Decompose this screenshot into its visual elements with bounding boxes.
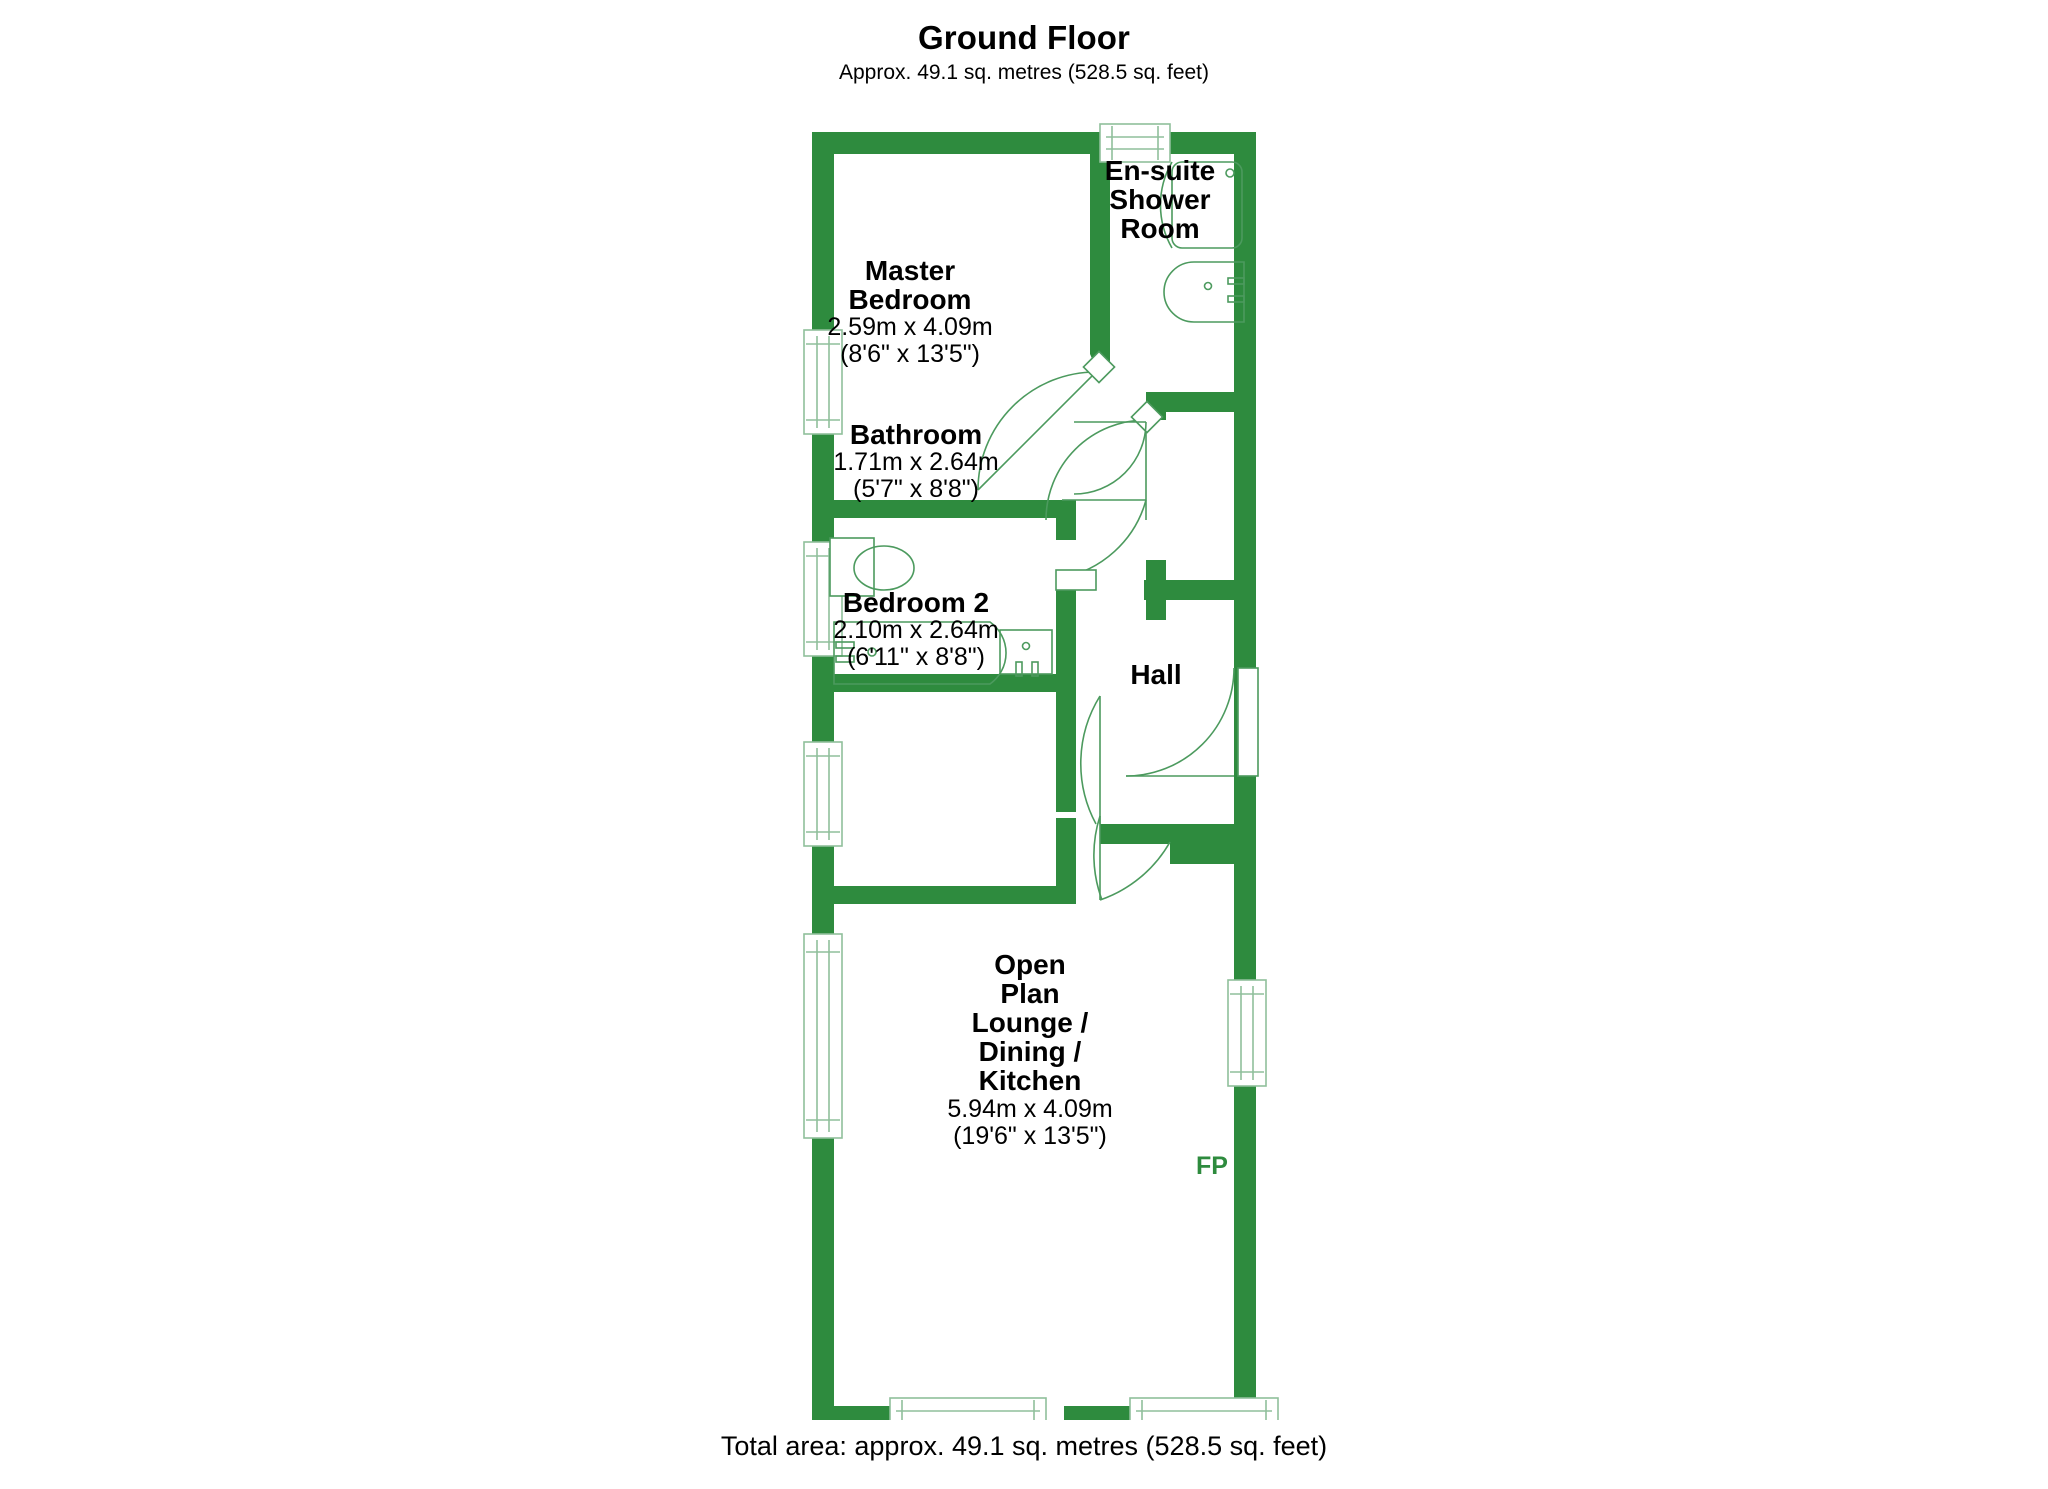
door-bathroom bbox=[1055, 499, 1147, 591]
interior-walls bbox=[812, 154, 1256, 904]
fixture-basin-bathroom bbox=[999, 629, 1053, 677]
fixture-basin-ensuite bbox=[1163, 261, 1245, 323]
fireplace-label: FP bbox=[1196, 1152, 1228, 1180]
window-lounge-bottom-left bbox=[889, 1397, 1047, 1420]
door-hall-upper bbox=[1073, 421, 1147, 495]
door-ensuite bbox=[1045, 400, 1164, 521]
floor-plan-svg bbox=[803, 123, 1279, 1420]
window-bedroom-2 bbox=[803, 741, 843, 847]
door-hall-lower bbox=[1093, 815, 1171, 901]
plan-footer: Total area: approx. 49.1 sq. metres (528… bbox=[0, 1430, 2048, 1462]
fixture-shower bbox=[1159, 161, 1243, 249]
window-ensuite bbox=[1099, 123, 1171, 163]
window-lounge-right bbox=[1227, 979, 1267, 1087]
plan-header: Ground Floor Approx. 49.1 sq. metres (52… bbox=[0, 18, 2048, 86]
window-master-bedroom bbox=[803, 329, 843, 435]
door-hall-entrance bbox=[1125, 667, 1259, 777]
page-subtitle: Approx. 49.1 sq. metres (528.5 sq. feet) bbox=[838, 61, 1210, 84]
door-bedroom-2 bbox=[1079, 695, 1101, 825]
total-area-text: Total area: approx. 49.1 sq. metres (528… bbox=[720, 1431, 1328, 1461]
door-master-bedroom bbox=[977, 350, 1116, 491]
fixtures bbox=[829, 161, 1245, 685]
doors bbox=[977, 350, 1259, 901]
page-title: Ground Floor bbox=[918, 19, 1130, 56]
windows bbox=[803, 123, 1279, 1420]
fixture-bath bbox=[833, 621, 1007, 685]
window-lounge-bottom-right bbox=[1129, 1397, 1279, 1420]
floor-plan-drawing: Master Bedroom 2.59m x 4.09m (8'6" x 13'… bbox=[0, 100, 2048, 1420]
window-lounge-left bbox=[803, 933, 843, 1139]
fixture-wc-bathroom bbox=[829, 537, 915, 597]
